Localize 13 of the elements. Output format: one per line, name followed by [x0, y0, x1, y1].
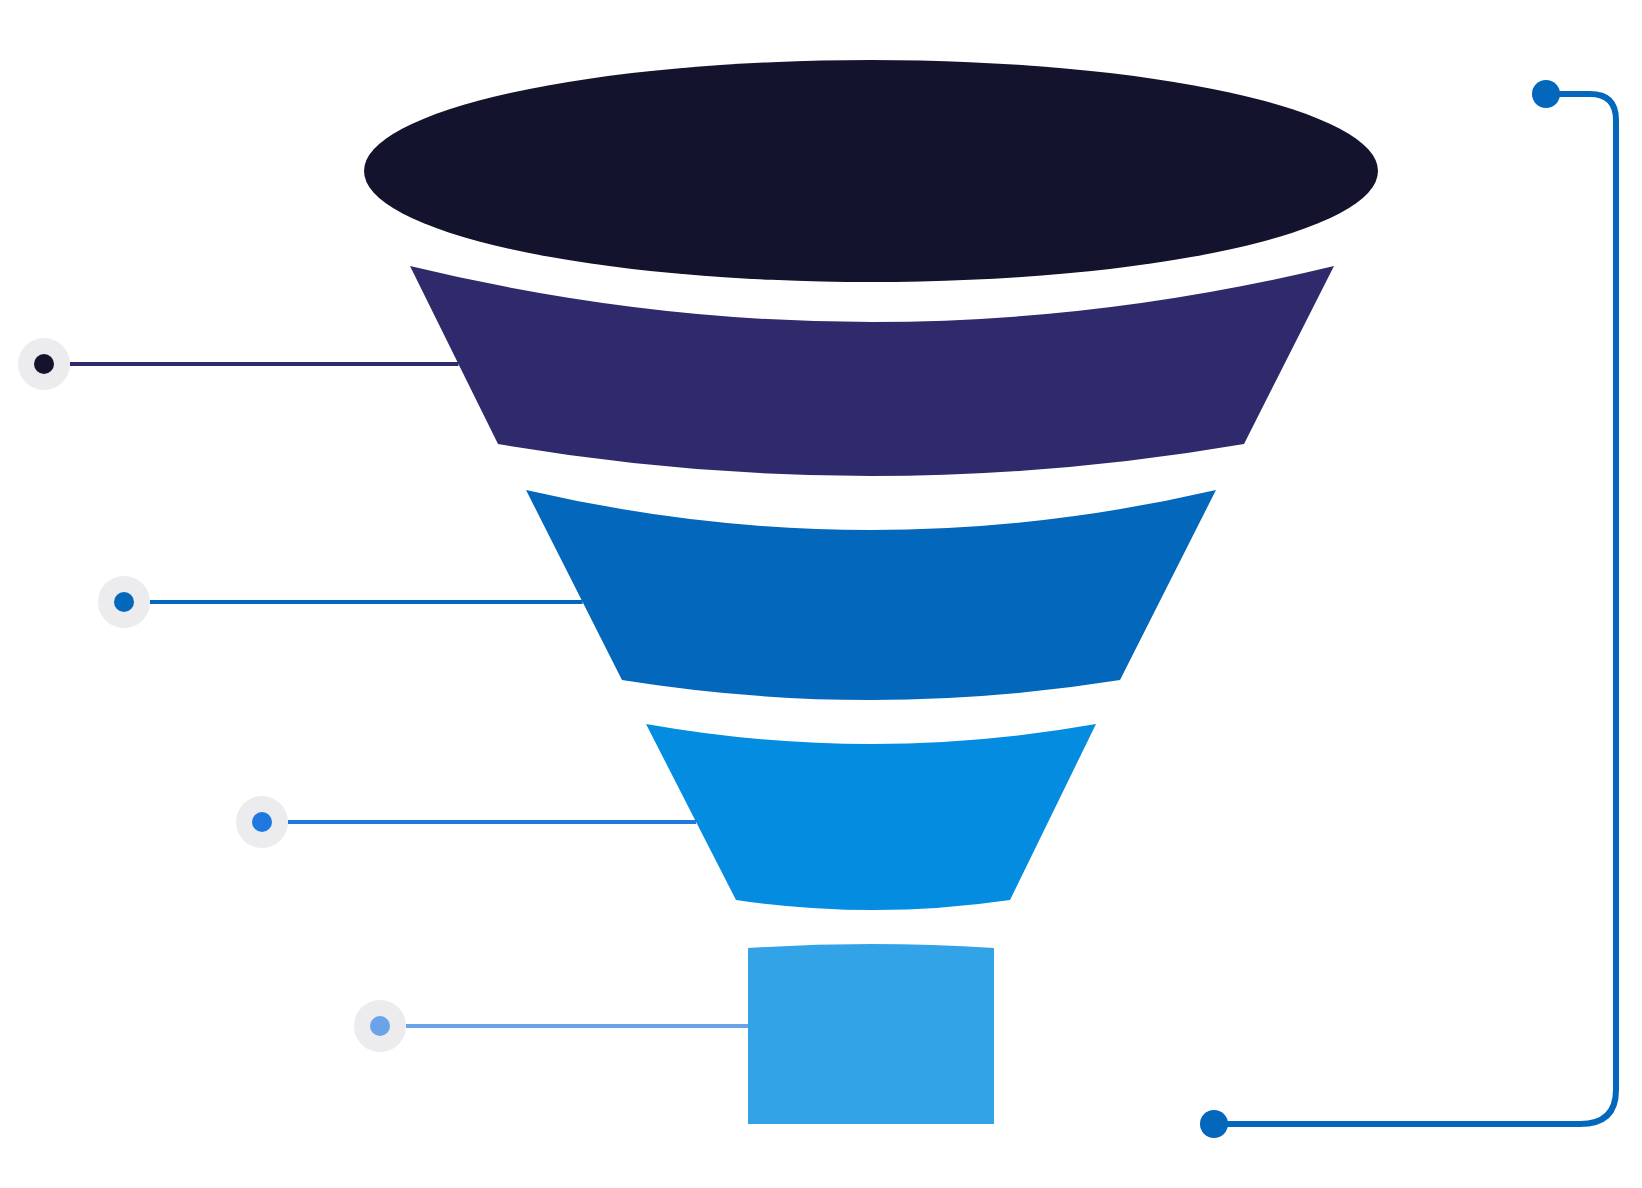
- leader-line: [288, 820, 697, 824]
- leader-line: [406, 1024, 748, 1028]
- funnel-rim: [364, 60, 1378, 282]
- leader-line: [70, 362, 459, 366]
- funnel-band: [410, 264, 1334, 478]
- leader-line: [150, 600, 583, 604]
- funnel-spout: [748, 944, 994, 1124]
- bullet-dot: [98, 576, 150, 628]
- bullet-dot: [354, 1000, 406, 1052]
- bullet-dot: [236, 796, 288, 848]
- funnel-band: [526, 490, 1216, 702]
- funnel-band: [646, 724, 1096, 912]
- bullet-dot: [18, 338, 70, 390]
